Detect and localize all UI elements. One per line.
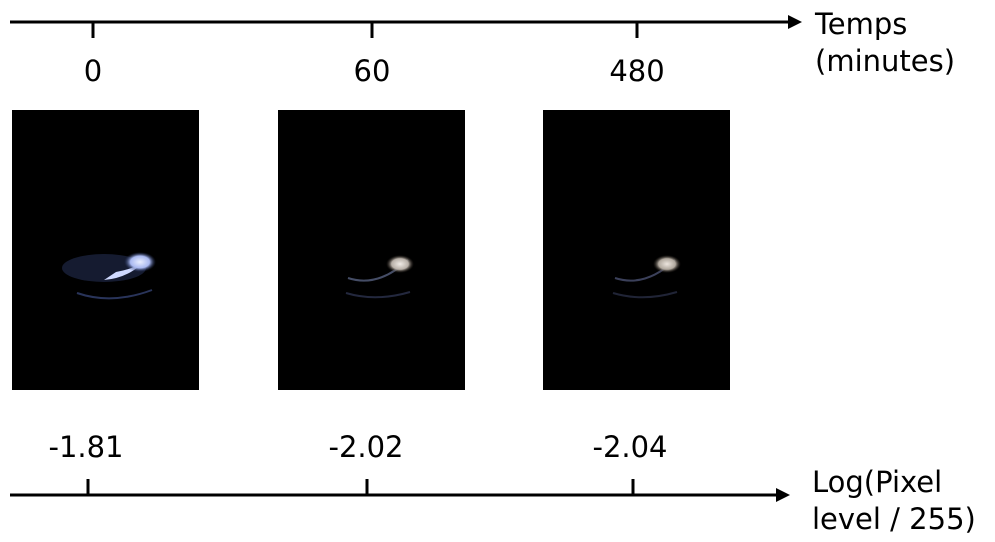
time-axis-arrowhead: [788, 15, 802, 29]
time-axis-title: Temps (minutes): [815, 6, 955, 80]
time-tick-label-0: 0: [83, 54, 103, 88]
time-tick-label-60: 60: [353, 54, 391, 88]
photo-time-60: [278, 110, 465, 390]
pixel-axis-title-line1: Log(Pixel: [812, 465, 943, 499]
pixel-axis-title: Log(Pixel level / 255): [812, 464, 976, 538]
time-tick-label-480: 480: [609, 54, 665, 88]
time-axis-title-line1: Temps: [815, 7, 908, 41]
time-axis-title-line2: (minutes): [815, 44, 956, 78]
pixel-axis-title-line2: level / 255): [812, 502, 976, 536]
photo-time-0: [12, 110, 199, 390]
pixel-axis-arrowhead: [776, 488, 790, 502]
photo-time-480: [543, 110, 730, 390]
pixel-tick-label-3: -2.04: [592, 430, 668, 464]
pixel-tick-label-2: -2.02: [328, 430, 404, 464]
pixel-tick-label-1: -1.81: [48, 430, 124, 464]
